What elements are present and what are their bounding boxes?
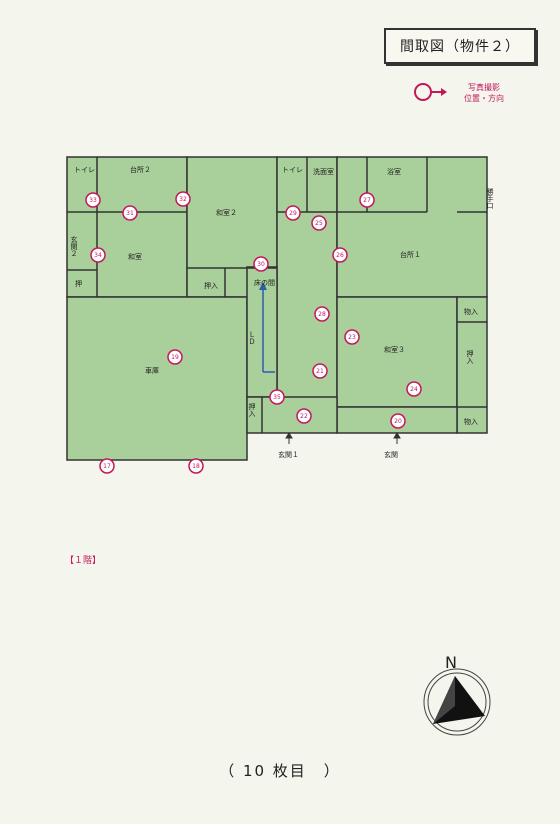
label-washroom: 洗面室 [313, 167, 334, 176]
label-kitchen1: 台所１ [400, 250, 421, 259]
svg-text:20: 20 [394, 418, 402, 425]
label-storage3: 物入 [464, 417, 478, 426]
label-ld: ＬＤ [248, 331, 256, 345]
label-storage2: 押入 [466, 349, 474, 364]
legend-line1: 写真撮影 [468, 83, 500, 92]
legend-text: 写真撮影 位置・方向 [460, 82, 508, 104]
label-toilet1: トイレ [74, 166, 95, 174]
photo-marker: 28 [314, 306, 330, 322]
svg-text:25: 25 [315, 220, 323, 227]
label-entrance1: 玄関１ [278, 450, 299, 459]
label-tokonoma: 床の間 [254, 278, 275, 287]
photo-marker: 27 [359, 192, 375, 208]
label-closet-small: 押入 [248, 402, 256, 417]
photo-marker: 22 [296, 408, 312, 424]
label-entrance2: 玄関２ [70, 235, 78, 257]
svg-text:22: 22 [300, 413, 308, 420]
compass-icon: N [423, 653, 491, 736]
svg-text:21: 21 [316, 368, 324, 375]
photo-marker: 24 [406, 381, 422, 397]
room-warehouse [66, 296, 248, 461]
svg-text:17: 17 [103, 463, 111, 470]
svg-text:34: 34 [94, 252, 102, 259]
legend-line2: 位置・方向 [464, 94, 504, 103]
photo-marker: 34 [90, 247, 106, 263]
compass-label: N [445, 653, 457, 672]
photo-marker: 18 [188, 458, 204, 474]
title-text: 間取図（物件２） [400, 39, 520, 55]
photo-marker: 21 [312, 363, 328, 379]
label-washitsu3: 和室３ [384, 345, 405, 354]
svg-text:26: 26 [336, 252, 344, 259]
legend-marker-icon [414, 83, 447, 101]
page-title: 間取図（物件２） [384, 28, 536, 64]
floor-label: 【１階】 [65, 556, 102, 566]
svg-text:23: 23 [348, 334, 356, 341]
svg-text:19: 19 [171, 354, 179, 361]
photo-marker: 33 [85, 192, 101, 208]
svg-text:33: 33 [89, 197, 97, 204]
label-washitsu2: 和室２ [216, 208, 237, 217]
label-back-door: 勝手口 [486, 187, 494, 209]
photo-marker: 29 [285, 205, 301, 221]
label-oshiire: 押入 [204, 281, 218, 290]
photo-marker: 32 [175, 191, 191, 207]
svg-text:27: 27 [363, 197, 371, 204]
room-right-top [336, 156, 488, 298]
photo-marker: 25 [311, 215, 327, 231]
ld-arrow-icon [259, 282, 275, 373]
photo-marker: 26 [332, 247, 348, 263]
room-washitsu3 [336, 296, 458, 408]
photo-marker: 30 [253, 256, 269, 272]
svg-text:30: 30 [257, 261, 265, 268]
room-block-top-left [66, 156, 188, 298]
photo-marker: 17 [99, 458, 115, 474]
label-small-closet: 押 [75, 279, 82, 288]
photo-marker: 23 [344, 329, 360, 345]
label-washitsu: 和室 [128, 252, 142, 261]
photo-marker: 31 [122, 205, 138, 221]
svg-text:18: 18 [192, 463, 200, 470]
entrance-arrows-icon [285, 432, 401, 444]
svg-text:31: 31 [126, 210, 134, 217]
photo-marker: 35 [269, 389, 285, 405]
svg-text:28: 28 [318, 311, 326, 318]
label-storage1: 物入 [464, 307, 478, 316]
page-footer: （ 10 枚目 ） [219, 762, 341, 780]
label-kitchen2: 台所２ [130, 165, 151, 174]
photo-marker: 19 [167, 349, 183, 365]
photo-marker: 20 [390, 413, 406, 429]
label-warehouse: 車庫 [145, 366, 159, 375]
room-bottom-small [246, 396, 338, 434]
svg-text:29: 29 [289, 210, 297, 217]
label-bath: 浴室 [387, 167, 401, 176]
room-right-storage [456, 296, 488, 434]
label-toilet2: トイレ [282, 166, 303, 174]
svg-text:24: 24 [410, 386, 418, 393]
svg-text:35: 35 [273, 394, 281, 401]
label-entrance: 玄関 [384, 450, 398, 459]
svg-text:32: 32 [179, 196, 187, 203]
